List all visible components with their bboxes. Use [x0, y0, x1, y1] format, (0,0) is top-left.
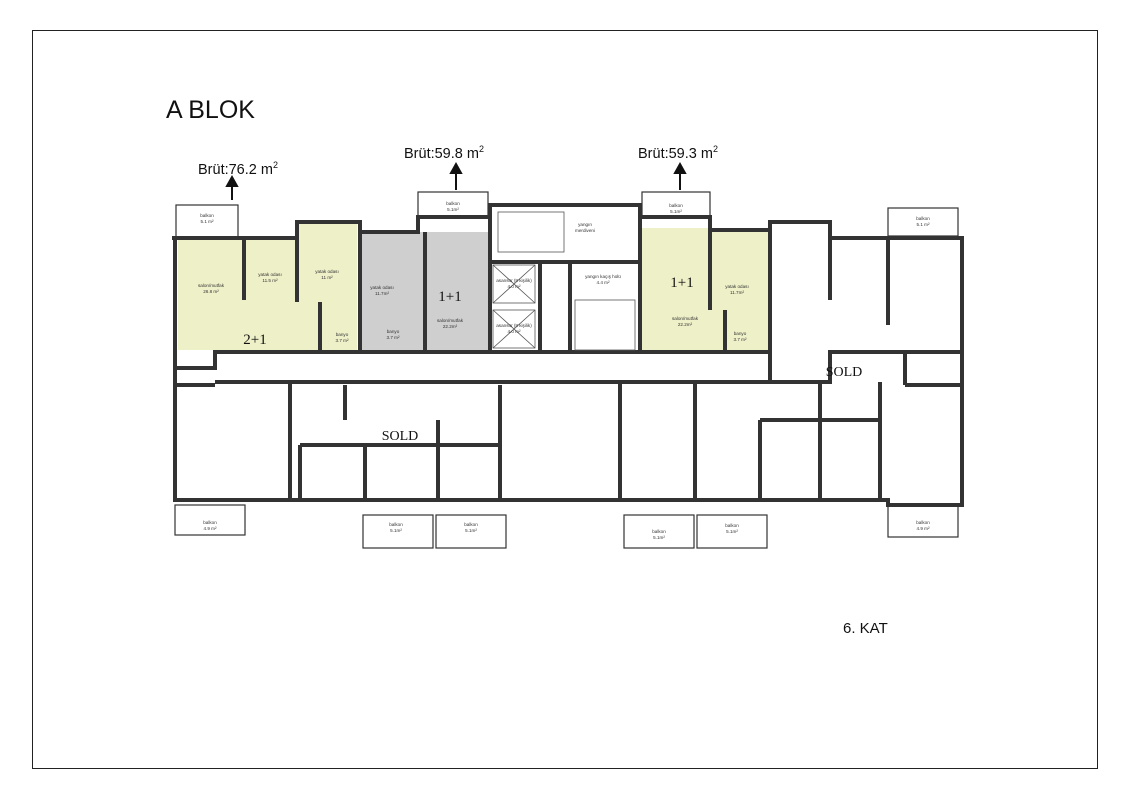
elevators — [492, 264, 536, 349]
area-sup: 2 — [272, 160, 278, 170]
svg-text:asansör (8 kişilik)4.0 m²: asansör (8 kişilik)4.0 m² — [496, 278, 532, 289]
area-text: Brüt:59.8 m — [404, 145, 479, 162]
unit-gross-area-3: Brüt:59.3 m2 — [638, 144, 718, 162]
corridor-wall-lower — [175, 380, 770, 387]
unit-type-label: 1+1 — [670, 275, 693, 291]
stairs — [497, 211, 636, 351]
unit-gross-area-1: Brüt:76.2 m2 — [198, 160, 278, 178]
arrow-icon — [225, 161, 687, 200]
interior-walls-upper — [242, 205, 890, 352]
area-sup: 2 — [478, 144, 484, 154]
area-text: Brüt:59.3 m — [638, 145, 713, 162]
unit-1plus1-east-fill — [642, 228, 770, 352]
floor-label: 6. KAT — [843, 620, 888, 637]
interior-walls-lower — [288, 352, 962, 500]
unit-gross-area-2: Brüt:59.8 m2 — [404, 144, 484, 162]
bottom-balconies — [174, 504, 959, 549]
sold-label: SOLD — [382, 429, 419, 444]
area-text: Brüt:76.2 m — [198, 161, 273, 178]
svg-text:asansör (8 kişilik)4.0 m²: asansör (8 kişilik)4.0 m² — [496, 323, 532, 334]
drawing-frame — [32, 30, 1098, 769]
unit-type-label: 1+1 — [438, 289, 461, 305]
unit-type-label: 2+1 — [243, 332, 266, 348]
sold-label: SOLD — [826, 365, 863, 380]
block-title: A BLOK — [166, 96, 255, 124]
unit-2plus1-fill — [178, 222, 357, 350]
area-sup: 2 — [712, 144, 718, 154]
